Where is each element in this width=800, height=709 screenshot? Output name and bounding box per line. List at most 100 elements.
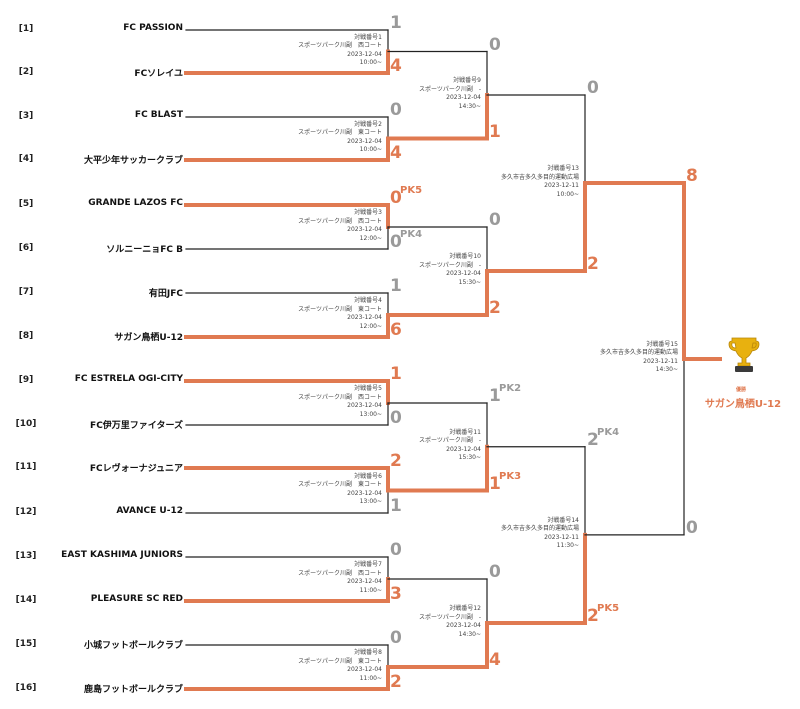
team-seed: [10]: [15, 419, 37, 429]
match-date: 2023-12-04: [446, 94, 481, 101]
match-venue: スポーツパーク川副 -: [418, 613, 481, 621]
match-venue: スポーツパーク川副 東コート: [298, 305, 382, 313]
team-name: GRANDE LAZOS FC: [88, 198, 183, 208]
match-date: 2023-12-04: [347, 489, 382, 497]
team-seed: [15]: [15, 639, 37, 649]
match-date: 2023-12-04: [347, 578, 382, 585]
match-venue: 多久市吉多久多目的運動広場: [500, 525, 579, 533]
match-match: 対戦番号11: [449, 428, 481, 436]
pk-score: PK2: [499, 383, 522, 394]
match-score: 1: [489, 121, 501, 142]
match-match: 対戦番号9: [453, 77, 481, 84]
match-date: 2023-12-04: [347, 314, 382, 321]
match-time: 14:30~: [458, 102, 481, 110]
match-score: 1: [390, 496, 402, 516]
match-venue: スポーツパーク川副 東コート: [298, 481, 382, 488]
team-name: FC PASSION: [123, 23, 183, 33]
match-score: 3: [390, 584, 402, 604]
team-name: 鹿島フットボールクラブ: [83, 685, 183, 695]
match-venue: 多久市吉多久多目的運動広場: [599, 349, 678, 357]
team-seed: [11]: [15, 462, 37, 472]
match-date: 2023-12-04: [446, 622, 481, 629]
match-match: 対戦番号10: [449, 253, 481, 260]
match-score: 4: [489, 650, 501, 670]
match-venue: スポーツパーク川副 西コート: [298, 569, 382, 577]
pk-score: PK5: [597, 603, 620, 614]
match-score: 1: [489, 473, 501, 494]
match-score: 0: [489, 562, 501, 582]
match-score: 2: [390, 672, 402, 692]
match-match: 対戦番号13: [547, 165, 579, 172]
match-match: 対戦番号8: [354, 649, 382, 656]
match-score: 1: [390, 13, 402, 33]
match-match: 対戦番号15: [646, 340, 678, 348]
team-seed: [6]: [18, 243, 34, 253]
team-name: FC ESTRELA OGI-CITY: [74, 374, 183, 384]
match-date: 2023-12-04: [446, 445, 481, 453]
team-name: PLEASURE SC RED: [90, 594, 183, 604]
match-match: 対戦番号6: [354, 472, 382, 480]
team-seed: [5]: [18, 199, 34, 209]
match-score: 0: [390, 408, 402, 428]
team-seed: [3]: [18, 111, 34, 121]
match-time: 15:30~: [458, 454, 481, 462]
match-venue: スポーツパーク川副 -: [418, 261, 481, 269]
match-venue: スポーツパーク川副 東コート: [298, 657, 382, 665]
match-venue: スポーツパーク川副 西コート: [298, 217, 382, 225]
match-score: 2: [489, 298, 501, 318]
match-match: 対戦番号3: [354, 209, 382, 216]
team-name: EAST KASHIMA JUNIORS: [61, 550, 183, 560]
match-score: 1: [390, 276, 402, 296]
match-date: 2023-12-04: [347, 137, 382, 145]
match-match: 対戦番号2: [354, 120, 382, 128]
match-time: 11:30~: [556, 542, 579, 550]
match-venue: スポーツパーク川副 -: [418, 85, 481, 93]
match-score: 6: [390, 320, 402, 340]
match-score: 2: [390, 451, 402, 471]
team-seed: [12]: [15, 507, 37, 517]
match-venue: スポーツパーク川副 西コート: [298, 393, 382, 401]
match-score: 0: [390, 100, 402, 120]
match-match: 対戦番号14: [547, 516, 579, 524]
pk-score: PK4: [597, 426, 620, 438]
match-score: 0: [390, 188, 402, 208]
team-seed: [7]: [18, 287, 34, 297]
match-score: 0: [390, 628, 402, 648]
match-date: 2023-12-11: [544, 533, 579, 541]
match-time: 10:00~: [359, 146, 382, 153]
match-score: 0: [489, 210, 501, 230]
team-name: FCレヴォーナジュニア: [89, 464, 183, 474]
team-seed: [16]: [15, 683, 37, 693]
team-seed: [14]: [15, 595, 37, 605]
match-venue: 多久市吉多久多目的運動広場: [500, 173, 579, 181]
match-score: 0: [390, 232, 402, 252]
match-score: 4: [390, 56, 402, 76]
team-seed: [13]: [15, 551, 37, 561]
match-time: 10:00~: [359, 59, 382, 66]
champion-name: サガン鳥栖U-12: [704, 399, 782, 410]
match-venue: スポーツパーク川副 東コート: [298, 129, 382, 136]
match-time: 15:30~: [458, 278, 481, 286]
match-time: 14:30~: [655, 366, 678, 374]
team-seed: [1]: [18, 24, 34, 34]
team-name: FC BLAST: [134, 110, 183, 120]
team-name: 小城フットボールクラブ: [83, 641, 183, 651]
match-date: 2023-12-04: [347, 666, 382, 673]
team-name: FCソレイユ: [134, 69, 183, 79]
match-date: 2023-12-11: [544, 182, 579, 189]
match-time: 12:00~: [359, 322, 382, 330]
match-date: 2023-12-04: [347, 402, 382, 409]
team-seed: [8]: [18, 331, 34, 341]
team-name: サガン鳥栖U-12: [114, 333, 183, 343]
champion-label: 優勝: [736, 387, 747, 393]
